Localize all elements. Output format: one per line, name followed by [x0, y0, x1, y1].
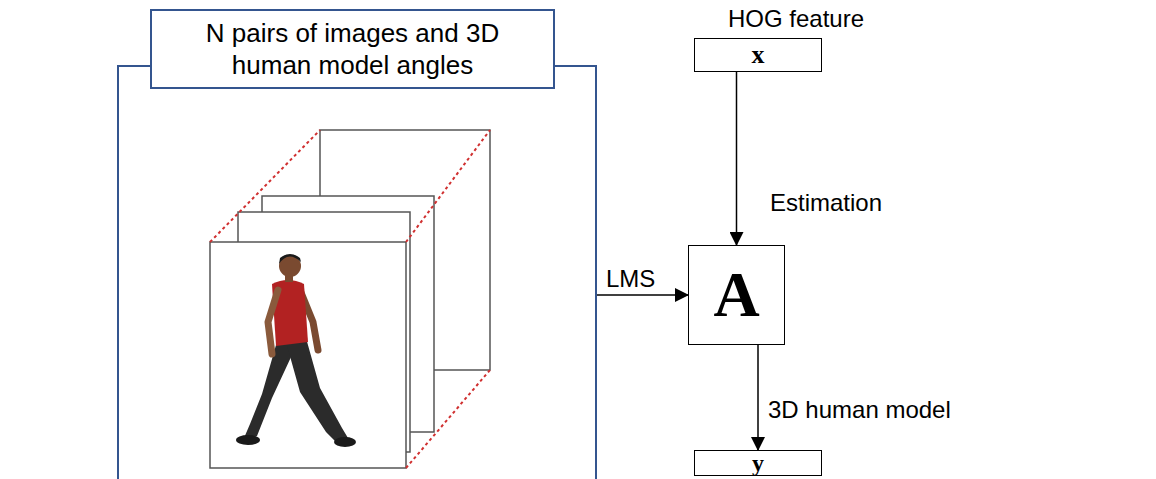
edge-label: 3D human model — [768, 397, 951, 423]
dotted-guide — [406, 130, 490, 242]
dotted-guide — [210, 130, 320, 242]
dotted-guide — [406, 370, 490, 468]
matrix-box: A — [688, 245, 785, 345]
image-frame — [210, 242, 406, 468]
output-vector-box: y — [694, 450, 822, 476]
arrow-connector — [597, 294, 688, 296]
heading-box: N pairs of images and 3D human model ang… — [150, 9, 555, 89]
edge-label: LMS — [606, 266, 655, 292]
arrow-connector — [757, 345, 759, 450]
data-container: N pairs of images and 3D human model ang… — [117, 65, 597, 479]
feature-vector-box: HOG featurex — [694, 38, 822, 72]
vector-symbol: x — [752, 42, 765, 68]
dotted-guides — [210, 130, 490, 468]
walking-man-figure — [236, 254, 356, 447]
vector-symbol: y — [752, 452, 764, 474]
edge-label: Estimation — [770, 190, 882, 216]
feature-title: HOG feature — [728, 5, 864, 33]
image-frames — [210, 130, 490, 468]
matrix-symbol: A — [713, 263, 759, 327]
arrow-connector — [736, 72, 738, 245]
